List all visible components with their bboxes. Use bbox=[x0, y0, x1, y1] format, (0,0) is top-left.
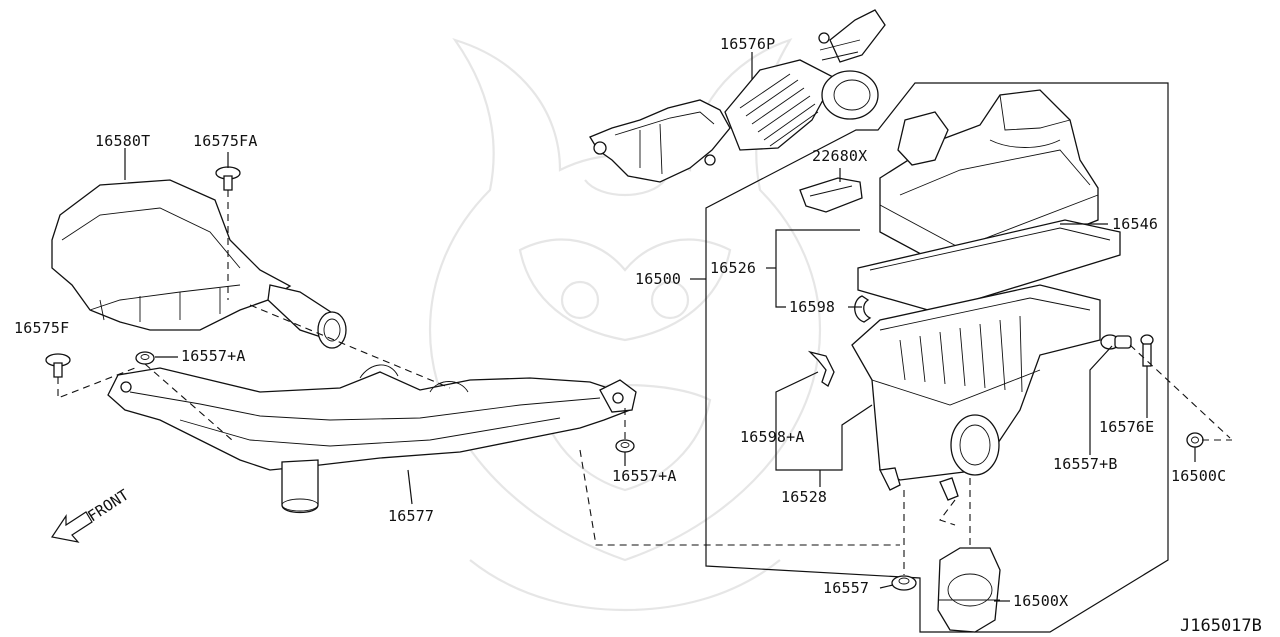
label-16577: 16577 bbox=[388, 507, 434, 525]
label-16576E: 16576E bbox=[1099, 418, 1154, 436]
label-16557A-left: 16557+A bbox=[181, 347, 246, 365]
air-duct-16576P bbox=[589, 9, 886, 183]
fasteners-right bbox=[1100, 334, 1204, 448]
air-cleaner-assembly-outline bbox=[705, 82, 1169, 633]
air-inlet-duct-16577 bbox=[107, 364, 637, 514]
grommet-16557A-right bbox=[615, 439, 635, 453]
leader-lines bbox=[57, 52, 1232, 602]
label-16557A-right: 16557+A bbox=[612, 467, 677, 485]
label-16500X: 16500X bbox=[1013, 592, 1068, 610]
clip-16598A bbox=[807, 350, 835, 387]
label-16500: 16500 bbox=[635, 270, 681, 288]
maf-sensor-22680X bbox=[799, 177, 863, 213]
label-16575FA: 16575FA bbox=[193, 132, 258, 150]
label-16500C: 16500C bbox=[1171, 467, 1226, 485]
front-label: FRONT bbox=[84, 486, 132, 526]
label-22680X: 22680X bbox=[812, 147, 867, 165]
label-16528: 16528 bbox=[781, 488, 827, 506]
front-direction-arrow: FRONT bbox=[50, 486, 132, 543]
grommet-16557 bbox=[891, 575, 917, 591]
clip-16575F bbox=[45, 353, 71, 378]
label-16526: 16526 bbox=[710, 259, 756, 277]
grommet-16557A-left bbox=[135, 351, 155, 365]
engine-cover-16580T bbox=[51, 179, 347, 349]
diagram-id: J165017B bbox=[1180, 616, 1262, 636]
clip-16598 bbox=[854, 295, 872, 323]
clip-16575FA bbox=[215, 166, 241, 191]
label-16575F: 16575F bbox=[14, 319, 69, 337]
air-cleaner-case bbox=[851, 89, 1121, 501]
label-16557B: 16557+B bbox=[1053, 455, 1118, 473]
label-16557: 16557 bbox=[823, 579, 869, 597]
label-16598: 16598 bbox=[789, 298, 835, 316]
label-16546: 16546 bbox=[1112, 215, 1158, 233]
label-16580T: 16580T bbox=[95, 132, 150, 150]
part-labels: 16576P 16580T 16575FA 22680X 16546 16500… bbox=[14, 35, 1262, 636]
label-16576P: 16576P bbox=[720, 35, 775, 53]
duct-16500X bbox=[937, 547, 1001, 633]
label-16598A: 16598+A bbox=[740, 428, 805, 446]
